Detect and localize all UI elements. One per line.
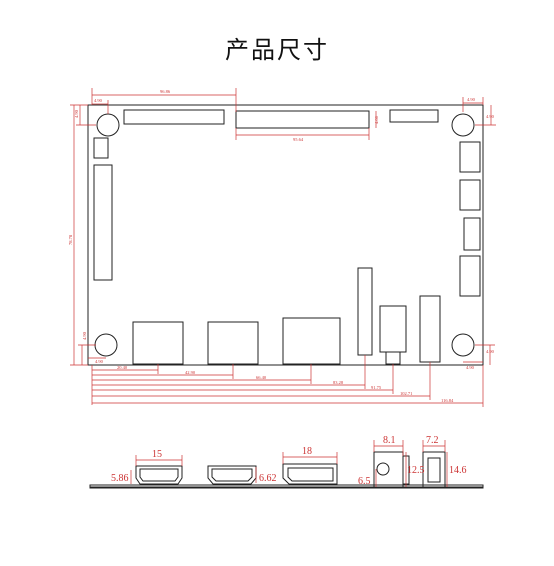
connector-top-left [123,109,225,125]
dim-dc-width: 8.1 [383,435,396,446]
mounting-hole-top-right [451,113,475,137]
dim-hdmi2-height: 6.62 [259,473,277,484]
dc-jack-hole [376,462,390,476]
usb-port-inner [427,457,441,483]
dc-jack-top [379,305,407,353]
dim-left-hole-x: 4.90 [94,98,103,103]
mounting-hole-bottom-left [94,333,118,357]
dim-bottom-hole-y: 4.90 [82,331,87,340]
dp-port-side [282,463,338,485]
dim-port-5: 91.75 [371,385,382,390]
dim-port-6: 102.71 [400,391,412,396]
hdmi-port-1-inner [139,468,179,482]
dim-bottom-hole-x: 4.90 [95,359,104,364]
hdmi-port-2-top [207,321,259,365]
component-right-4 [459,255,481,297]
dim-hdmi1-width: 15 [152,449,162,460]
connector-left-long [93,164,113,281]
component-right-2 [459,179,481,211]
dim-right-bottom-hole-x: 4.90 [466,365,475,370]
dim-usb-height: 14.6 [449,465,467,476]
dp-port-top [282,317,341,365]
dim-top-span: 96.86 [160,89,171,94]
dim-right-hole-x: 4.90 [467,97,476,102]
usb-port-side [422,451,446,488]
mounting-hole-bottom-right [451,333,475,357]
hdmi-port-1-top [132,321,184,365]
dim-right-hole-y: 4.90 [486,114,495,119]
dim-port-2: 42.90 [185,370,196,375]
pcb-side [89,484,484,489]
mounting-hole-top-left [96,113,120,137]
dim-dp-width: 18 [302,446,312,457]
component-left-small [93,137,109,159]
dim-dc-height: 12.5 [407,465,425,476]
dc-jack-tip [385,351,401,365]
dim-dc-offset: 6.5 [358,476,371,487]
dim-port-3: 66.40 [256,375,267,380]
header-vertical [357,267,373,356]
usb-port-top [419,295,441,363]
dim-port-1: 20.40 [117,365,128,370]
dim-width: 116.84 [441,398,454,403]
dim-port-4: 83.28 [333,380,344,385]
dim-hdmi1-height: 5.86 [111,473,129,484]
board-outline [87,104,484,366]
connector-top-middle [235,110,370,129]
dim-connector-span: 95.64 [293,137,304,142]
page-title: 产品尺寸 [225,36,329,64]
dp-port-inner [287,467,334,482]
dim-left-hole-y: 4.90 [74,109,79,118]
dim-connector-depth: 4.66 [374,115,379,124]
dim-usb-width: 7.2 [426,435,439,446]
hdmi-port-2-inner [211,468,253,482]
dim-right-bottom-hole-y: 4.90 [486,349,495,354]
component-right-1 [459,141,481,173]
connector-top-right [389,109,439,123]
hdmi-port-2-side [207,465,257,485]
component-right-3 [463,217,481,251]
dim-height: 78.78 [68,234,73,245]
